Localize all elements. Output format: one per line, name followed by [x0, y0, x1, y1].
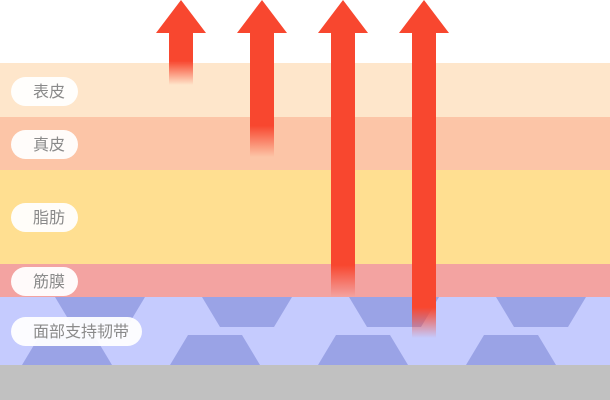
label-ligament: 面部支持韧带	[11, 317, 143, 346]
arrow-1	[156, 0, 206, 85]
arrow-4	[399, 0, 449, 338]
arrow-2	[237, 0, 287, 157]
hexagon-top-2	[202, 297, 292, 327]
label-epidermis: 表皮	[11, 77, 79, 106]
label-fascia: 筋膜	[11, 267, 79, 296]
fascia-layer	[0, 264, 610, 297]
hexagon-bottom-3	[318, 335, 408, 365]
bone-layer	[0, 365, 610, 400]
label-dermis: 真皮	[11, 130, 79, 159]
fat-layer	[0, 170, 610, 264]
hexagon-bottom-2	[170, 335, 260, 365]
hexagon-bottom-4	[466, 335, 556, 365]
label-fat: 脂肪	[11, 203, 79, 232]
epidermis-layer	[0, 63, 610, 117]
arrow-3	[318, 0, 368, 297]
hexagon-top-4	[496, 297, 586, 327]
dermis-layer	[0, 117, 610, 170]
